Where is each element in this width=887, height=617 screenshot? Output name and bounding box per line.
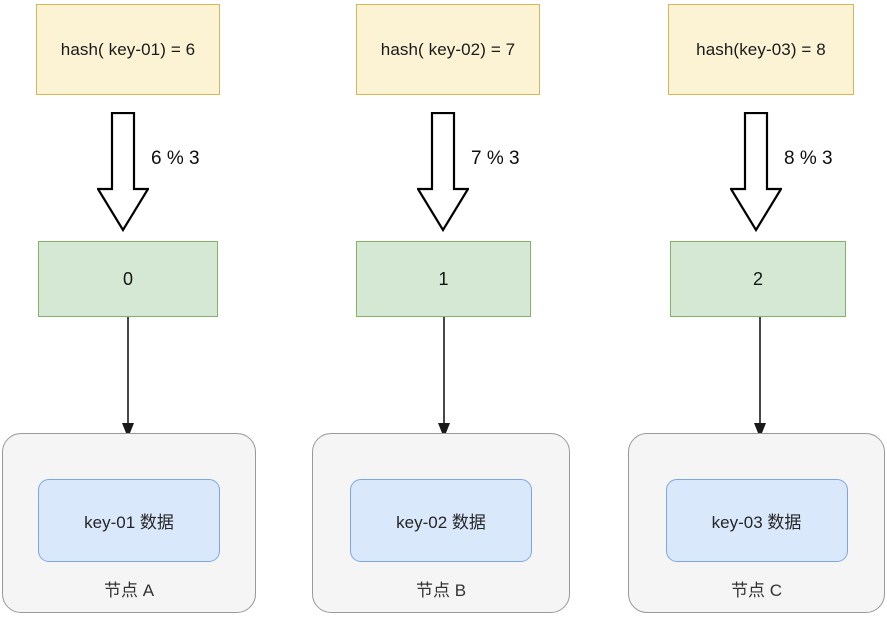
bucket-index-text-3: 2 — [752, 268, 763, 289]
bucket-box-2: 1 — [356, 241, 531, 317]
hash-expression-text-3: hash(key-03) = 8 — [696, 39, 826, 59]
node-label-2: 节点 B — [415, 581, 467, 600]
hash-expression-box-1: hash( key-01) = 6 — [36, 4, 220, 95]
data-box-3: key-03 数据 — [665, 479, 848, 562]
block-arrow-down-icon-3 — [730, 112, 782, 232]
node-label-3: 节点 C — [731, 581, 782, 600]
modulo-label-1: 6 % 3 — [151, 148, 200, 169]
hash-expression-box-2: hash( key-02) = 7 — [356, 4, 540, 95]
node-container-1: key-01 数据 节点 A — [2, 433, 256, 613]
node-container-2: key-02 数据 节点 B — [312, 433, 570, 613]
block-arrow-down-icon-1 — [97, 112, 149, 232]
bucket-box-1: 0 — [38, 241, 218, 317]
node-label-1: 节点 A — [103, 581, 155, 600]
block-arrow-down-icon-2 — [417, 112, 469, 232]
modulo-label-3: 8 % 3 — [784, 148, 833, 169]
node-container-3: key-03 数据 节点 C — [628, 433, 885, 613]
connector-arrow-3 — [752, 317, 768, 439]
data-box-1: key-01 数据 — [38, 479, 220, 562]
data-box-label-1: key-01 数据 — [84, 513, 174, 532]
modulo-label-2: 7 % 3 — [471, 148, 520, 169]
hash-expression-text-2: hash( key-02) = 7 — [380, 39, 516, 59]
connector-arrow-1 — [120, 317, 136, 439]
hash-expression-text-1: hash( key-01) = 6 — [60, 39, 196, 59]
hash-expression-box-3: hash(key-03) = 8 — [668, 4, 854, 95]
data-box-label-2: key-02 数据 — [396, 513, 486, 532]
bucket-index-text-2: 1 — [438, 268, 449, 289]
data-box-2: key-02 数据 — [350, 479, 532, 562]
bucket-box-3: 2 — [670, 241, 846, 317]
data-box-label-3: key-03 数据 — [711, 513, 802, 532]
connector-arrow-2 — [436, 317, 452, 439]
bucket-index-text-1: 0 — [122, 268, 133, 289]
